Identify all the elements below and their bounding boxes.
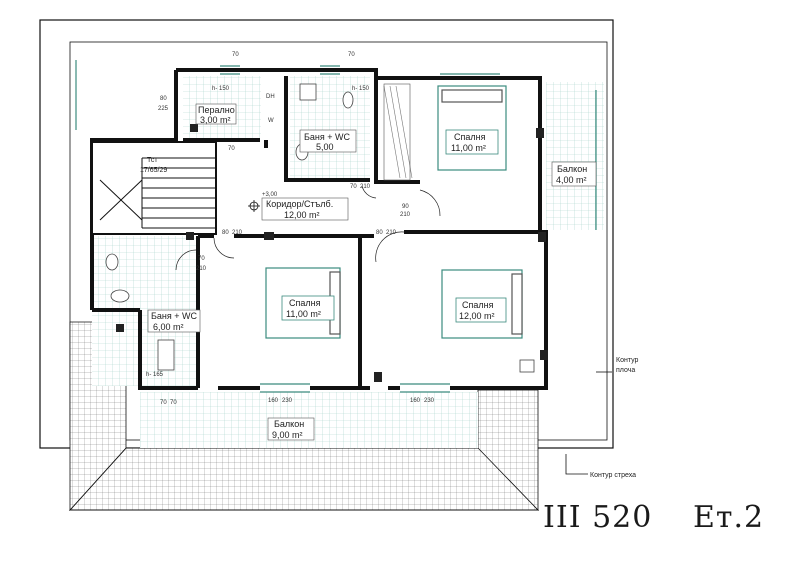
dim-70-e: 70 [350,184,357,190]
columns [116,124,548,382]
contour-slab-line2: плоча [616,367,635,374]
dim-h150-left: h- 150 [212,86,230,92]
bedroom-right-name: Спалня [462,300,494,310]
model-caption: III 520 [543,500,653,535]
bedroom-mid-name: Спалня [289,298,321,308]
balcony-right-floor [546,82,604,230]
balcony-bottom-area: 9,00 m² [272,430,303,440]
dim-80: 80 [160,96,167,102]
stair-dim: 17/65/29 [140,167,167,174]
label-balcony-right: Балкон 4,00 m² [551,161,597,187]
door-swings [175,185,441,271]
dim-210-a: 210 [196,266,207,272]
corridor-name: Коридор/Стълб. [266,199,333,209]
bedroom-top-name: Спалня [454,132,486,142]
dim-225: 225 [158,106,169,112]
wardrobe [383,83,413,181]
balcony-bottom-name: Балкон [274,419,304,429]
bath-left-name: Баня + WC [151,311,198,321]
label-bedroom-mid: Спалня 11,00 m² [281,295,335,321]
bedroom-right-area: 12,00 m² [459,311,495,321]
floor-caption: Ет.2 [693,500,765,535]
level-label: +3,00 [262,192,278,198]
windows [75,60,597,393]
bath-top-area: 5,00 [316,142,334,152]
label-corridor: Коридор/Стълб. 12,00 m² [261,197,349,221]
bedroom-mid-area: 11,00 m² [286,309,321,319]
bedroom-top-area: 11,00 m² [451,143,486,153]
dim-210-c: 210 [360,184,371,190]
bath-top-name: Баня + WC [304,132,351,142]
dim-230-b: 230 [424,398,435,404]
w-label: W [268,118,274,124]
corridor-area: 12,00 m² [284,210,320,220]
dim-80-c: 80 [376,230,383,236]
dh-label: DH [266,94,275,100]
dim-230-a: 230 [282,398,293,404]
label-bath-top: Баня + WC 5,00 [299,129,357,153]
contour-leaders [565,371,612,475]
dim-210-b: 210 [400,212,411,218]
dim-h150-right: h- 150 [352,86,370,92]
level-marker [248,200,260,212]
dim-160-a: 160 [268,398,279,404]
laundry-area: 3,00 m² [200,115,231,125]
contour-slab-line1: Контур [616,357,639,364]
dim-210-e: 210 [386,230,397,236]
dim-70-f: 70 [160,400,167,406]
balcony-right-area: 4,00 m² [556,175,587,185]
staircase [91,141,217,235]
laundry-name: Перално [198,105,235,115]
bed-top [437,85,507,171]
dim-70-b: 70 [348,52,355,58]
label-bedroom-top: Спалня 11,00 m² [445,129,499,155]
contour-eave: Контур стреха [590,472,636,479]
stair-label: Тст [147,157,158,164]
roof-eave [68,447,540,511]
balcony-right-name: Балкон [557,164,587,174]
dim-70-g: 70 [170,400,177,406]
label-laundry: Перално 3,00 m² [195,103,237,125]
label-bedroom-right: Спалня 12,00 m² [455,297,507,323]
dim-70-d: 70 [198,256,205,262]
label-bath-left: Баня + WC 6,00 m² [147,309,201,333]
dim-70-a: 70 [232,52,239,58]
bath-left-area: 6,00 m² [153,322,184,332]
dim-160-b: 160 [410,398,421,404]
dim-90: 90 [402,204,409,210]
dim-70-c: 70 [228,146,235,152]
dim-80-b: 80 [222,230,229,236]
label-balcony-bottom: Балкон 9,00 m² [267,417,315,441]
dim-210-d: 210 [232,230,243,236]
dim-h165: h- 165 [146,372,164,378]
